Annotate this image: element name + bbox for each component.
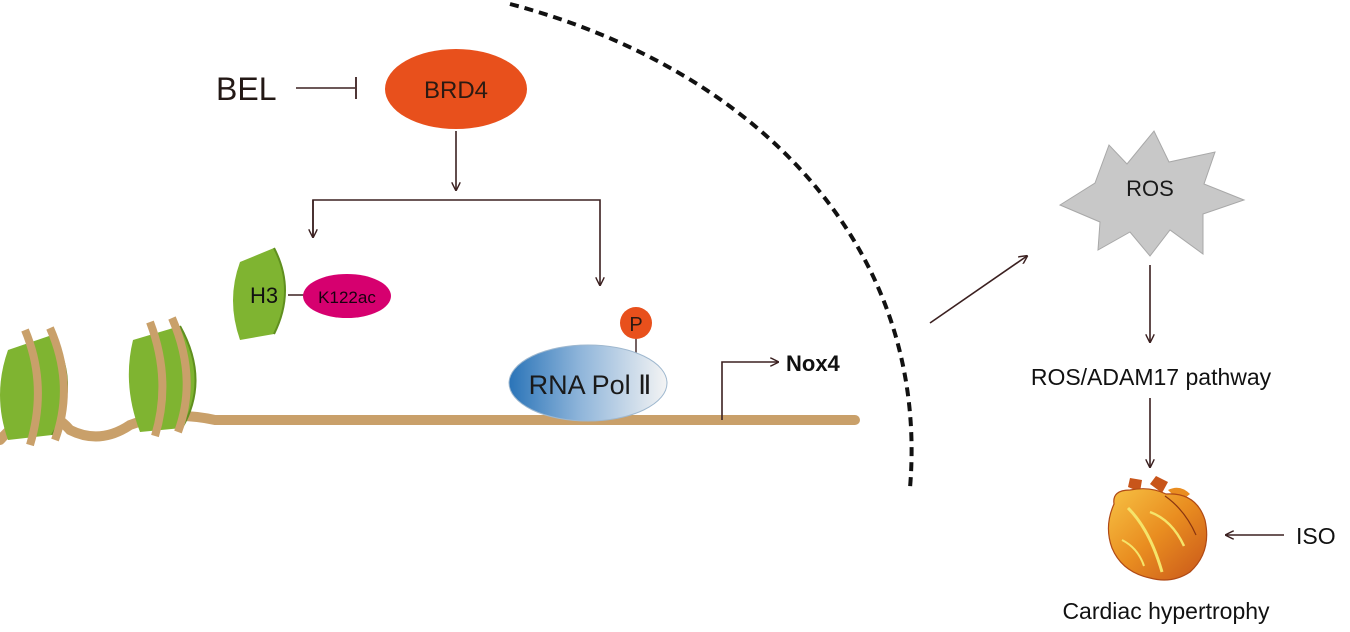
- nucleosome-right: [128, 316, 197, 438]
- rna-pol-ii-label: RNA Pol Ⅱ: [529, 370, 652, 400]
- rna-pol-ii-node: [508, 344, 668, 422]
- h3-label: H3: [250, 283, 278, 308]
- brd4-branch-line: [312, 199, 600, 285]
- ros-node: [1058, 130, 1246, 257]
- nuclear-membrane: [509, 2, 914, 489]
- histone-h3: [233, 247, 286, 340]
- bel-label: BEL: [216, 71, 276, 107]
- nox4-label: Nox4: [786, 351, 841, 376]
- brd4-node: [385, 49, 527, 129]
- pathway-label: ROS/ADAM17 pathway: [1031, 364, 1272, 390]
- dna-strand: [0, 409, 860, 445]
- nox4-to-ros-arrow: [929, 256, 1027, 324]
- iso-label: ISO: [1296, 523, 1336, 549]
- k122ac-label: K122ac: [318, 288, 376, 307]
- phospho-label: P: [629, 314, 642, 336]
- nucleosome-left: [0, 326, 68, 447]
- transcription-start-arrow: [721, 362, 778, 420]
- k122ac-node: [303, 274, 391, 318]
- heart-icon: [1107, 476, 1208, 581]
- outcome-label: Cardiac hypertrophy: [1062, 598, 1270, 624]
- brd4-label: BRD4: [424, 77, 488, 104]
- ros-label: ROS: [1126, 176, 1174, 201]
- phospho-node: [620, 307, 652, 339]
